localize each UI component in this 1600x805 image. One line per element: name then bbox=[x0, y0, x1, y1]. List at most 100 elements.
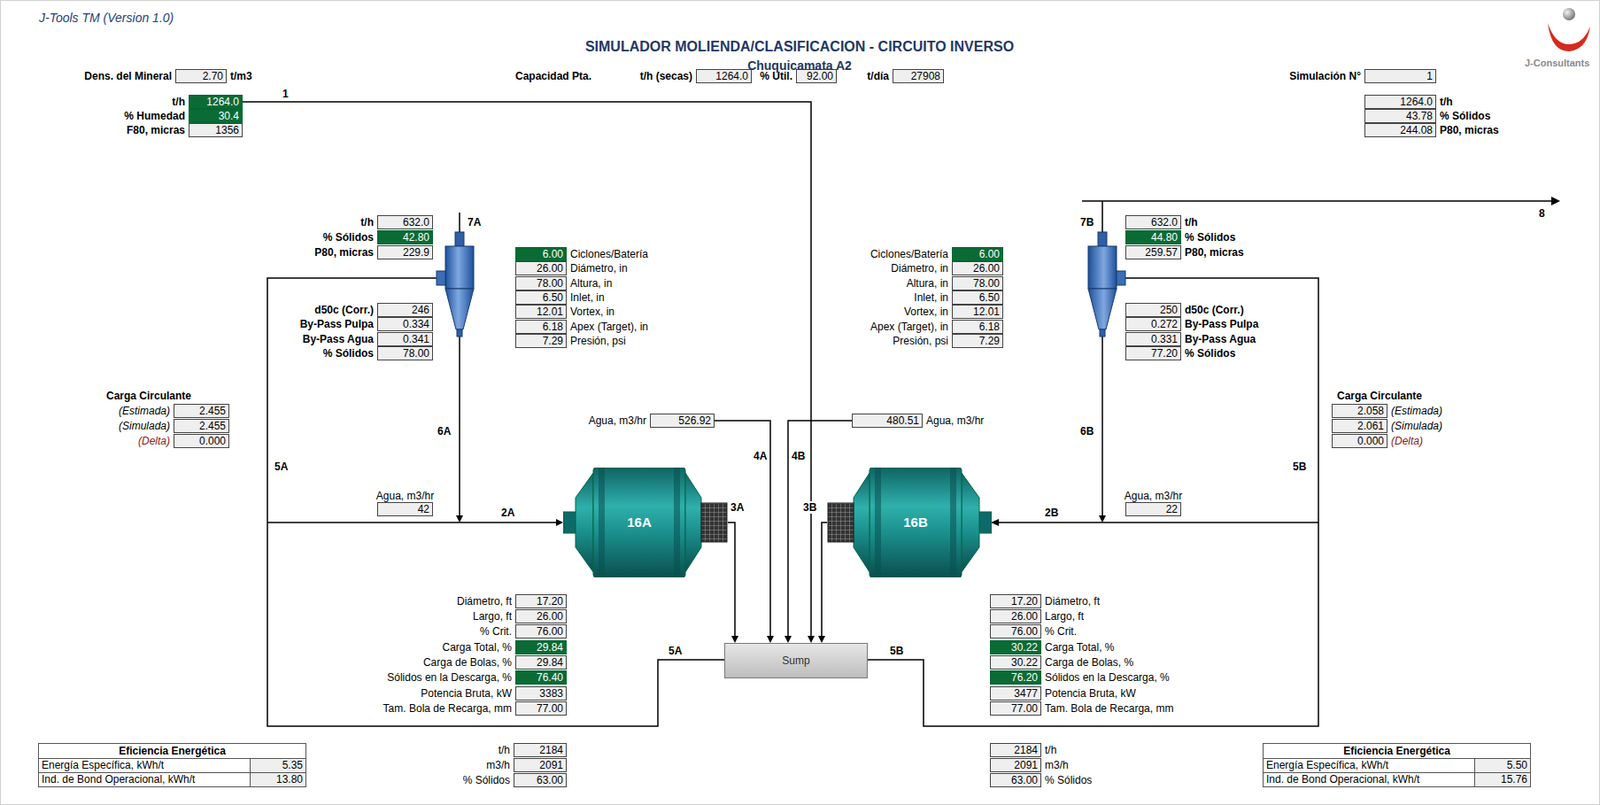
table-cell-value: 5.50 bbox=[1507, 758, 1528, 773]
table-cell-value: 5.35 bbox=[282, 758, 303, 773]
value-text: 44.80 bbox=[1151, 231, 1178, 244]
value-box: 244.08P80, micras bbox=[1364, 123, 1437, 138]
value-box: 7.29Presión, psi bbox=[515, 333, 567, 348]
value-box: t/h2184 bbox=[513, 742, 567, 758]
value-text: 43.78 bbox=[1406, 109, 1433, 123]
mill-number: 16B bbox=[903, 514, 928, 531]
field-label: t/h bbox=[1184, 216, 1199, 229]
value-text: 3477 bbox=[1013, 687, 1038, 700]
field-label: Apex (Target), in bbox=[570, 320, 649, 333]
field-label: By-Pass Agua bbox=[302, 332, 374, 346]
value-text: 0.272 bbox=[1151, 317, 1178, 331]
value-box: 63.00% Sólidos bbox=[989, 772, 1042, 788]
value-box: Agua, m3/hr22 bbox=[1125, 502, 1182, 517]
field-label: Ciclones/Batería bbox=[570, 247, 649, 261]
mill-number: 16A bbox=[626, 514, 652, 531]
drawing-part bbox=[458, 336, 461, 516]
stream-connector bbox=[818, 522, 828, 643]
value-box: t/día27908 bbox=[892, 69, 944, 84]
field-label: Largo, ft bbox=[1044, 610, 1084, 623]
value-text: 2.455 bbox=[199, 419, 226, 433]
field-label: % Crit. bbox=[1044, 625, 1077, 638]
sump-label: Sump bbox=[781, 654, 810, 667]
value-text: 30.4 bbox=[218, 109, 240, 123]
field-label: Inlet, in bbox=[913, 291, 949, 304]
value-box: 2.061(Simulada) bbox=[1331, 418, 1388, 433]
value-text: 1 bbox=[1426, 69, 1433, 83]
value-box: Largo, ft26.00 bbox=[515, 609, 567, 624]
value-text: 259.57 bbox=[1144, 246, 1178, 259]
field-label: (Estimada) bbox=[118, 404, 171, 418]
value-box: Agua, m3/hr42 bbox=[377, 502, 433, 517]
drawing-part bbox=[961, 472, 980, 572]
field-label: Inlet, in bbox=[570, 291, 605, 304]
field-label: Diámetro, ft bbox=[1044, 595, 1100, 608]
value-text: 42 bbox=[417, 502, 430, 516]
drawing-part bbox=[1088, 246, 1117, 289]
value-box: d50c (Corr.)246 bbox=[377, 302, 433, 317]
value-text: 2.061 bbox=[1357, 419, 1384, 433]
drawing-part bbox=[1098, 515, 1106, 523]
value-text: 76.40 bbox=[536, 671, 564, 684]
stream-line bbox=[727, 522, 735, 638]
value-box: 30.22Carga de Bolas, % bbox=[989, 655, 1042, 670]
field-label: Largo, ft bbox=[472, 610, 512, 623]
value-text: 29.84 bbox=[536, 656, 564, 669]
drawing-part bbox=[593, 467, 686, 578]
value-text: 250 bbox=[1159, 303, 1178, 317]
value-text: 76.20 bbox=[1011, 671, 1038, 684]
value-text: 63.00 bbox=[1011, 773, 1038, 787]
value-box: 77.00Tam. Bola de Recarga, mm bbox=[989, 701, 1042, 716]
field-label: By-Pass Pulpa bbox=[300, 317, 374, 331]
drawing-part bbox=[1101, 336, 1104, 516]
arrowhead bbox=[784, 635, 792, 643]
drawing-part bbox=[673, 467, 681, 578]
value-text: 0.341 bbox=[402, 332, 430, 346]
table-row: Energía Específica, kWh/t5.35 bbox=[38, 757, 306, 773]
value-text: 26.00 bbox=[536, 610, 564, 623]
arrowhead bbox=[766, 635, 774, 643]
value-text: 2091 bbox=[1013, 758, 1038, 772]
stream-number: 1 bbox=[281, 87, 290, 101]
field-label: % Crit. bbox=[479, 625, 512, 638]
drawing-part bbox=[458, 212, 461, 232]
field-label: Vortex, in bbox=[904, 305, 949, 318]
value-box: (Simulada)2.455 bbox=[173, 418, 230, 433]
value-box: Apex (Target), in6.18 bbox=[951, 319, 1004, 334]
value-text: 1264.0 bbox=[206, 95, 240, 109]
field-label: Dens. del Mineral bbox=[84, 69, 172, 83]
value-text: 26.00 bbox=[973, 262, 1000, 275]
drawing-part bbox=[990, 518, 999, 526]
field-label: t/día bbox=[866, 69, 889, 83]
drawing-part bbox=[1551, 196, 1561, 206]
value-text: 2184 bbox=[539, 743, 564, 757]
value-text: 29.84 bbox=[536, 641, 564, 654]
field-label: m3/h bbox=[1044, 758, 1069, 772]
value-text: 0.000 bbox=[199, 434, 226, 448]
drawing-part bbox=[867, 278, 1319, 727]
value-box: Tam. Bola de Recarga, mm77.00 bbox=[515, 701, 567, 716]
drawing-part bbox=[436, 270, 446, 286]
drawing-part bbox=[869, 467, 962, 578]
field-label: (Delta) bbox=[138, 434, 171, 448]
efficiency-table: Eficiencia EnergéticaEnergía Específica,… bbox=[1262, 742, 1531, 788]
value-box: % Sólidos42.80 bbox=[377, 230, 433, 245]
value-text: 30.22 bbox=[1011, 641, 1038, 654]
field-label: % Sólidos bbox=[1044, 773, 1092, 787]
field-label: Potencia Bruta, kW bbox=[1044, 687, 1137, 700]
value-box: (Delta)0.000 bbox=[173, 433, 230, 449]
value-box: 78.00Altura, in bbox=[515, 276, 567, 291]
value-box: Sólidos en la Descarga, %76.40 bbox=[515, 670, 567, 685]
value-text: 42.80 bbox=[402, 231, 430, 244]
stream-connector bbox=[727, 522, 739, 643]
value-text: 78.00 bbox=[536, 277, 564, 290]
field-label: Tam. Bola de Recarga, mm bbox=[1044, 702, 1174, 715]
value-text: 63.00 bbox=[536, 773, 564, 787]
field-label: % Humedad bbox=[123, 109, 186, 123]
value-box: Simulación N°1 bbox=[1364, 69, 1437, 84]
stream-label: 5A bbox=[668, 644, 682, 658]
field-label: t/h bbox=[1044, 743, 1057, 757]
value-box: t/h632.0 bbox=[377, 215, 433, 230]
stream-label: Capacidad Pta. bbox=[515, 69, 592, 83]
